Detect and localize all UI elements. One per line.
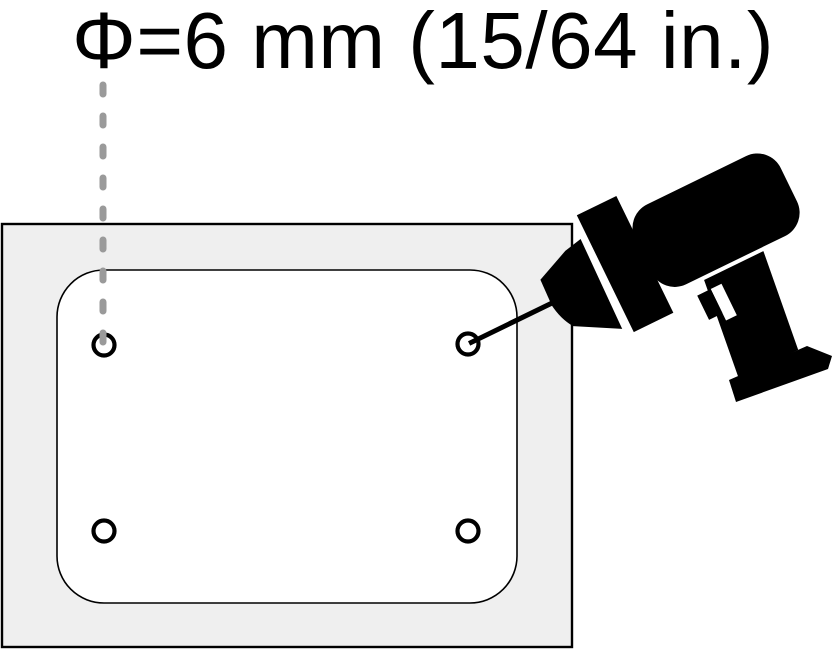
drill-handle-icon [704, 251, 799, 379]
drill-tool [468, 153, 832, 402]
drill-bit-icon [468, 299, 557, 346]
drill-chuck-icon [540, 238, 623, 329]
drill-diameter-label: Φ=6 mm (15/64 in.) [72, 0, 774, 85]
drill-collar-icon [576, 195, 674, 333]
drill-battery-base-icon [729, 346, 832, 402]
drill-trigger-notch [710, 283, 737, 321]
mounting-template [56, 269, 518, 604]
drill-body-icon [632, 153, 800, 287]
drill-trigger-icon [697, 289, 723, 320]
drill-hole-top-right [455, 331, 481, 357]
drill-hole-bottom-right [455, 518, 481, 544]
drill-hole-bottom-left [91, 518, 117, 544]
